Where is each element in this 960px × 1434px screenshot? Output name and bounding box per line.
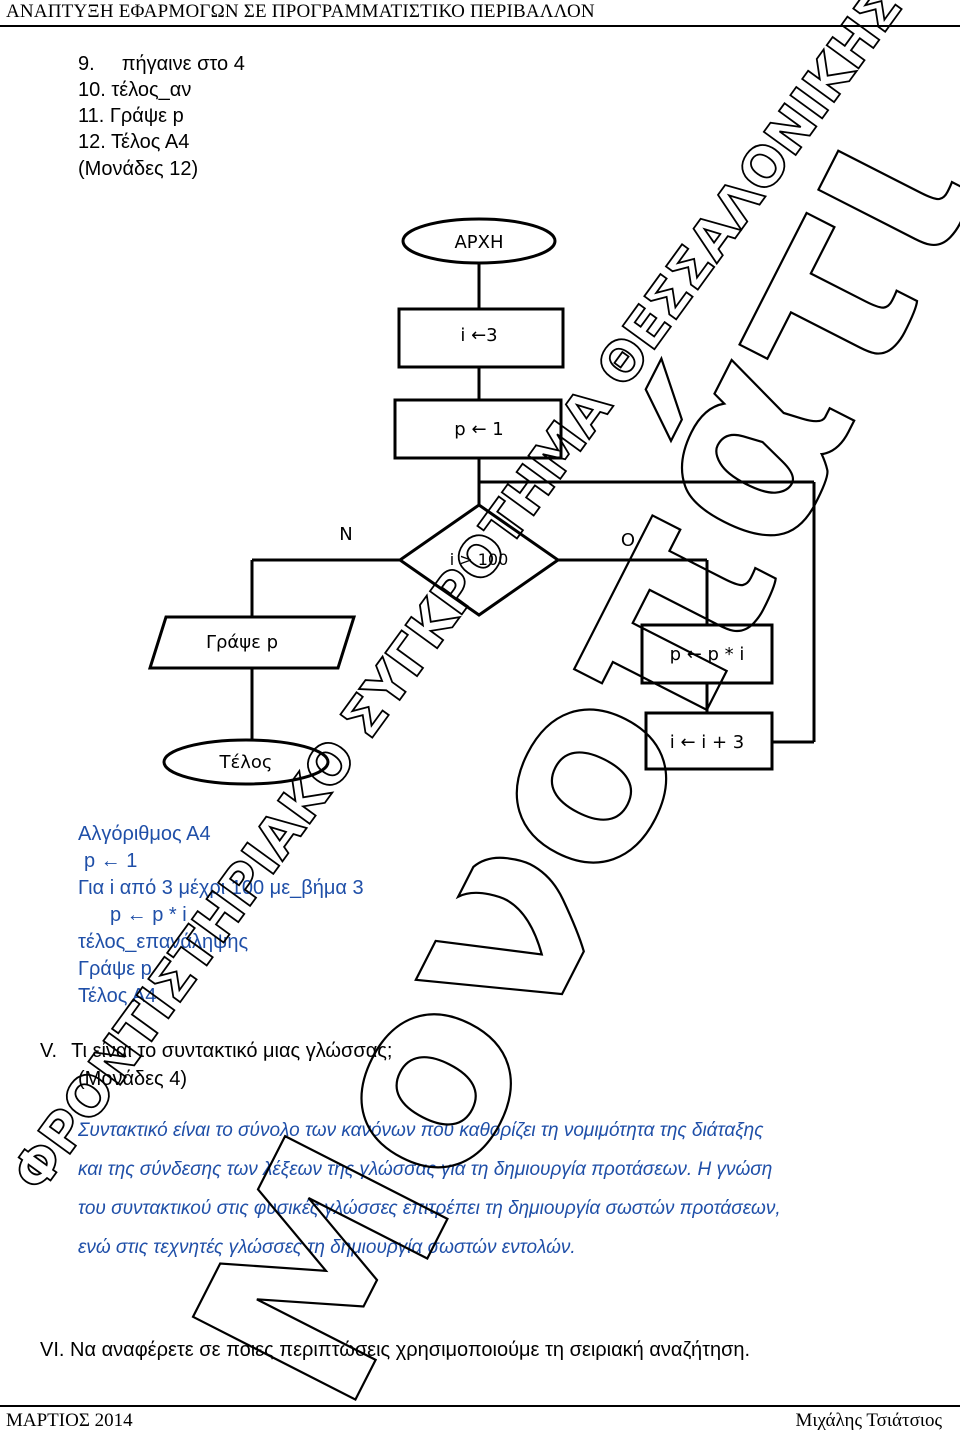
end-label: Τέλος (219, 752, 273, 773)
output-label: Γράψε p (206, 632, 278, 653)
answer-line-4: ενώ στις τεχνητές γλώσσες τη δημιουργία … (78, 1237, 576, 1258)
footer-author: Μιχάλης Τσιάτσιος (795, 1410, 942, 1431)
marks-q5: (Μονάδες 4) (78, 1068, 188, 1090)
step-11: 11. Γράψε p (78, 105, 184, 127)
output-parallelogram (147, 615, 357, 670)
algo-line-5: τέλος_επανάληψης (78, 931, 249, 953)
step-10: 10. τέλος_αν (78, 79, 192, 101)
algo-line-4: p ← p * i (110, 904, 187, 926)
assign-i-box (397, 307, 565, 369)
step-9: 9.πήγαινε στο 4 (78, 53, 245, 75)
algo-line-7: Τέλος Α4 (78, 985, 157, 1007)
condition-label: i > 100 (450, 550, 509, 569)
increment-box (644, 711, 774, 771)
end-terminal (162, 738, 330, 786)
yes-label: Ο (621, 530, 635, 551)
answer-line-2: και της σύνδεσης των λέξεων της γλώσσας … (78, 1159, 773, 1180)
algo-line-2: p ← 1 (84, 850, 138, 872)
start-label: ΑΡΧΗ (454, 232, 503, 253)
marks-q4: (Μονάδες 12) (78, 158, 199, 180)
question-vi: VI. Να αναφέρετε σε ποιες περιπτώσεις χρ… (40, 1339, 751, 1361)
increment-label: i ← i + 3 (670, 732, 745, 753)
algo-line-6: Γράψε p (78, 958, 152, 980)
multiply-label: p ← p * i (670, 644, 745, 665)
page-header: ΑΝΑΠΤΥΞΗ ΕΦΑΡΜΟΓΩΝ ΣΕ ΠΡΟΓΡΑΜΜΑΤΙΣΤΙΚΟ Π… (0, 0, 960, 27)
assign-p-label: p ← 1 (454, 419, 503, 440)
algo-line-3: Για i από 3 μέχρι 100 με_βήμα 3 (78, 877, 364, 899)
answer-line-1: Συντακτικό είναι το σύνολο των κανόνων π… (78, 1120, 764, 1141)
answer-line-3: του συντακτικού στις φυσικές γλώσσες επι… (78, 1198, 781, 1219)
question-v: V.Τι είναι το συντακτικό μιας γλώσσας; (40, 1040, 393, 1062)
assign-i-label: i ←3 (460, 325, 497, 346)
step-12: 12. Τέλος Α4 (78, 131, 190, 153)
header-title: ΑΝΑΠΤΥΞΗ ΕΦΑΡΜΟΓΩΝ ΣΕ ΠΡΟΓΡΑΜΜΑΤΙΣΤΙΚΟ Π… (6, 1, 595, 22)
algo-line-1: Αλγόριθμος Α4 (78, 823, 211, 845)
footer-date: ΜΑΡΤΙΟΣ 2014 (6, 1410, 133, 1431)
condition-diamond (397, 503, 561, 617)
header-rule (0, 25, 960, 27)
footer-rule (0, 1405, 960, 1407)
no-label: Ν (339, 524, 352, 545)
